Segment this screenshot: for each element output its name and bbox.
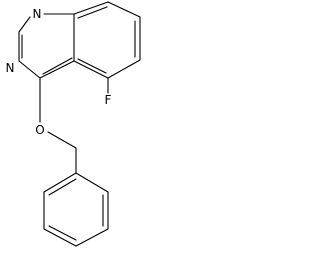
bond-c8a-c8-double bbox=[77, 6, 108, 19]
atom-label-n1: N bbox=[33, 7, 42, 21]
bond-n1-c2 bbox=[18, 16, 31, 33]
atom-label-o: O bbox=[35, 123, 44, 137]
bond-ph-c6-c1-double bbox=[48, 178, 77, 196]
atom-label-n3: N bbox=[6, 61, 15, 75]
bond-ph-c6-c1 bbox=[43, 172, 77, 193]
bond-o-ch2 bbox=[47, 131, 77, 149]
atom-label-f: F bbox=[105, 93, 112, 107]
structural-formula: N N O F bbox=[6, 1, 141, 247]
bond-n3-c4 bbox=[18, 60, 41, 79]
bond-c4-c4a bbox=[39, 60, 75, 79]
bond-c8-c7 bbox=[107, 1, 141, 18]
bond-ph-c3-c4 bbox=[75, 228, 109, 247]
bond-ph-c4-c5 bbox=[43, 228, 77, 247]
bond-c4-c4a-double bbox=[42, 57, 73, 75]
bond-ph-c1-c2 bbox=[75, 172, 109, 193]
bond-c8a-c8 bbox=[73, 1, 109, 15]
bond-c5-c4a-double bbox=[77, 58, 107, 74]
bond-c5-c4a bbox=[73, 60, 109, 79]
bond-c6-c5 bbox=[107, 59, 141, 79]
bond-ph-c4-c5-double bbox=[48, 225, 77, 241]
